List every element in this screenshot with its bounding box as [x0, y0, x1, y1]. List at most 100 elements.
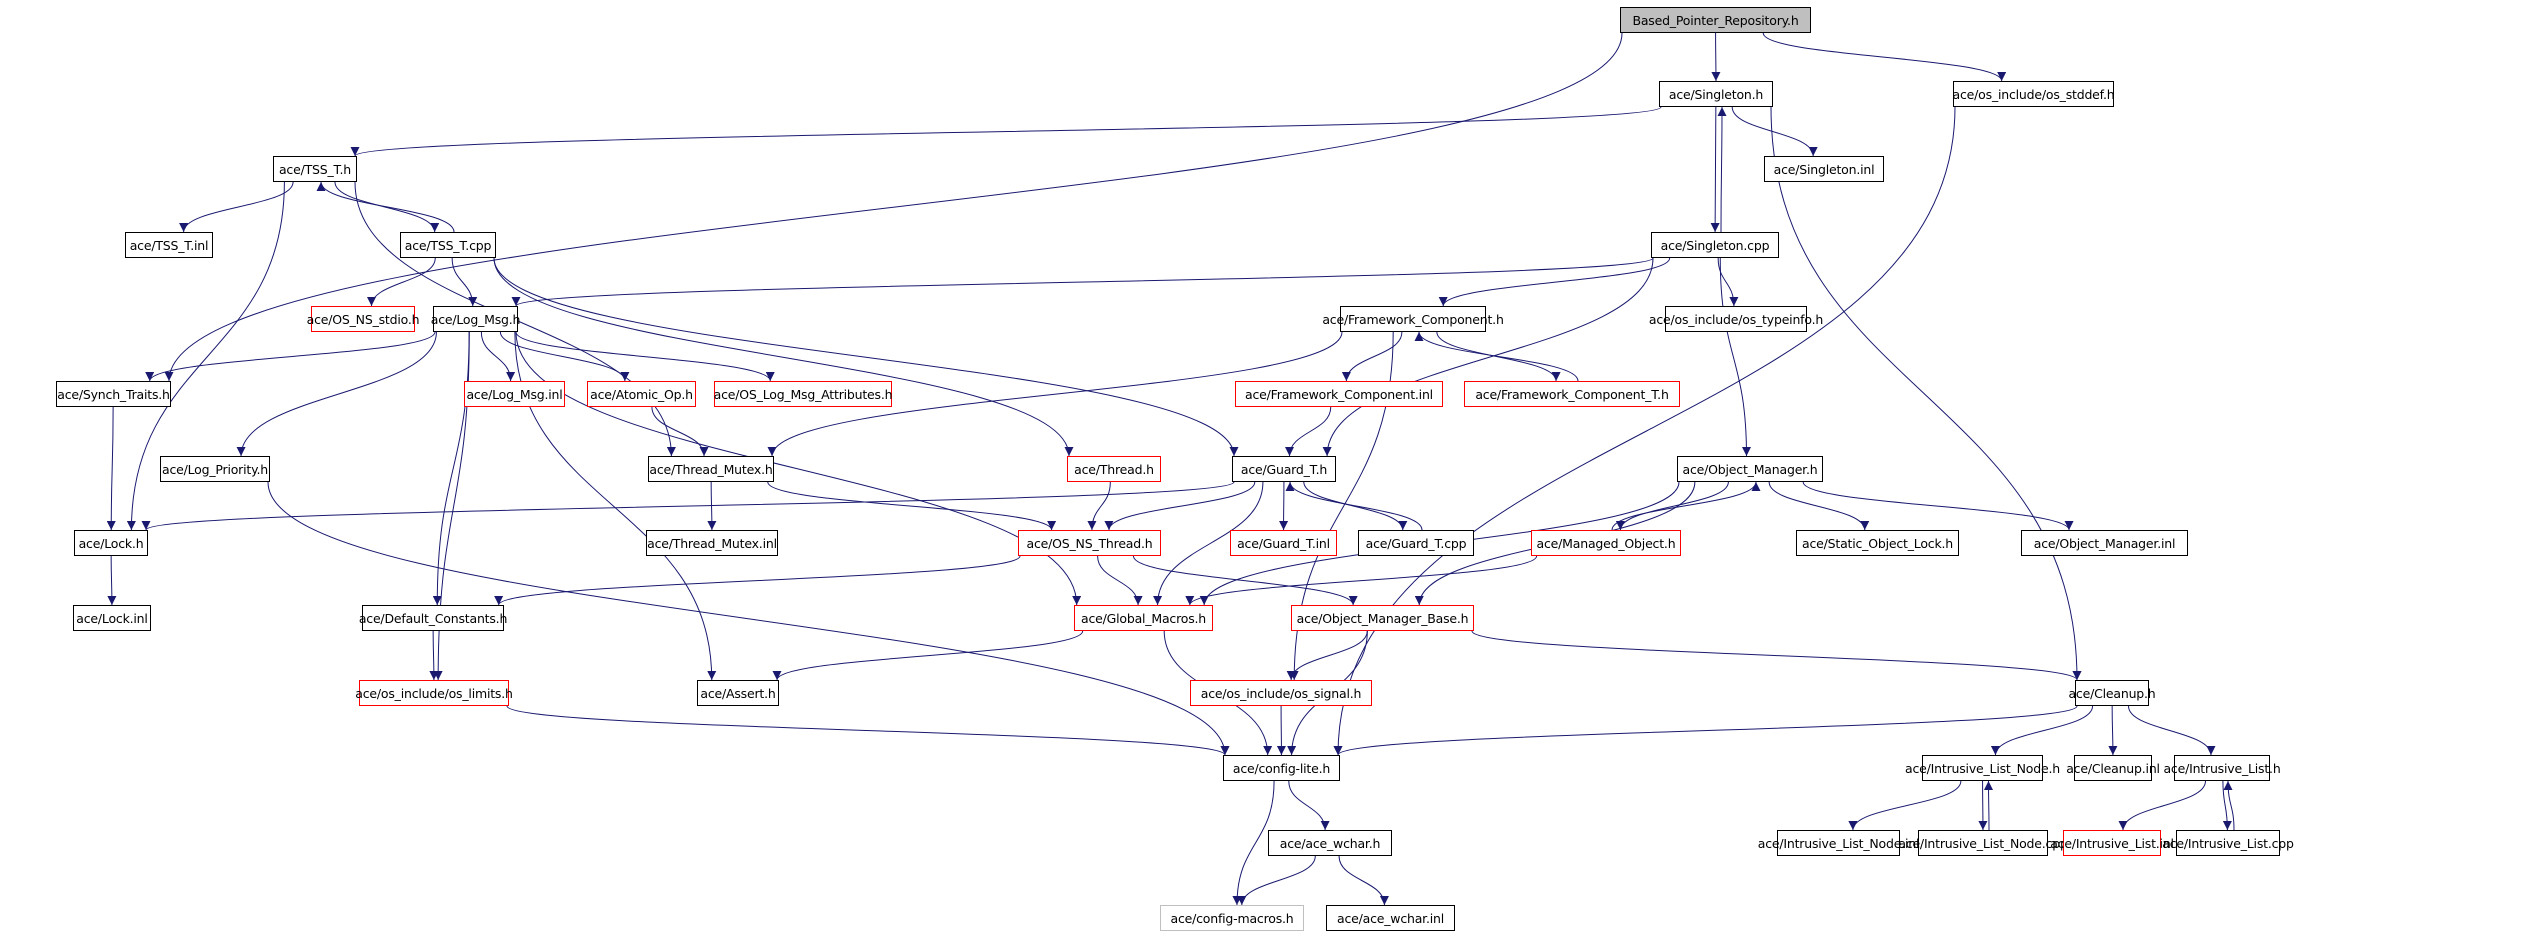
graph-node-thread-mutex-inl[interactable]: ace/Thread_Mutex.inl — [646, 530, 778, 556]
edge-guard-h-to-lock-h — [141, 481, 1235, 531]
graph-node-assert-h[interactable]: ace/Assert.h — [697, 680, 779, 706]
graph-node-cleanup-h[interactable]: ace/Cleanup.h — [2068, 680, 2156, 706]
graph-node-tss-cpp[interactable]: ace/TSS_T.cpp — [400, 232, 496, 258]
edge-guard-cpp-to-guard-h — [1285, 481, 1423, 531]
graph-node-guard-h[interactable]: ace/Guard_T.h — [1232, 456, 1336, 482]
edge-obj-mgr-h-to-static-obj-lock — [1768, 481, 1870, 531]
edge-atomic-op-to-thread-mutex-h — [651, 406, 709, 457]
node-label: ace/Synch_Traits.h — [57, 386, 170, 402]
graph-node-config-macros[interactable]: ace/config-macros.h — [1160, 905, 1304, 931]
edge-singleton-h-to-cleanup-h — [1770, 106, 2082, 681]
edge-cleanup-h-to-il-h — [2128, 705, 2216, 756]
node-label: ace/config-macros.h — [1170, 910, 1294, 926]
graph-node-guard-inl[interactable]: ace/Guard_T.inl — [1230, 530, 1337, 556]
graph-node-cleanup-inl[interactable]: ace/Cleanup.inl — [2066, 755, 2160, 781]
node-label: ace/Global_Macros.h — [1081, 610, 1206, 626]
graph-node-fw-comp-t[interactable]: ace/Framework_Component_T.h — [1464, 381, 1680, 407]
graph-node-os-log-attr[interactable]: ace/OS_Log_Msg_Attributes.h — [713, 381, 893, 407]
edge-fw-comp-h-to-thread-mutex-h — [767, 331, 1343, 457]
edge-singleton-cpp-to-log-msg-h — [511, 257, 1654, 307]
graph-node-singleton-inl[interactable]: ace/Singleton.inl — [1764, 156, 1884, 182]
node-label: ace/Framework_Component.h — [1322, 311, 1504, 327]
edge-singleton-cpp-to-fw-comp-h — [1438, 257, 1671, 307]
graph-node-os-limits[interactable]: ace/os_include/os_limits.h — [355, 680, 513, 706]
graph-node-singleton-h[interactable]: ace/Singleton.h — [1659, 81, 1773, 107]
graph-node-lock-inl[interactable]: ace/Lock.inl — [73, 605, 151, 631]
graph-node-log-priority[interactable]: ace/Log_Priority.h — [160, 456, 270, 482]
node-label: ace/Singleton.h — [1668, 86, 1764, 102]
graph-node-il-node-cpp[interactable]: ace/Intrusive_List_Node.cpp — [1898, 830, 2068, 856]
edge-tss-cpp-to-tss-h — [316, 181, 455, 233]
graph-node-log-msg-h[interactable]: ace/Log_Msg.h — [431, 306, 520, 332]
graph-node-singleton-cpp[interactable]: ace/Singleton.cpp — [1651, 232, 1779, 258]
graph-node-os-ns-thread[interactable]: ace/OS_NS_Thread.h — [1018, 530, 1161, 556]
edge-il-node-cpp-to-il-node-h — [1984, 780, 1994, 831]
graph-node-atomic-op[interactable]: ace/Atomic_Op.h — [587, 381, 696, 407]
graph-node-os-stddef[interactable]: ace/os_include/os_stddef.h — [1952, 81, 2115, 107]
node-label: ace/os_include/os_limits.h — [355, 685, 513, 701]
graph-node-fw-comp-h[interactable]: ace/Framework_Component.h — [1322, 306, 1504, 332]
graph-node-obj-mgr-base[interactable]: ace/Object_Manager_Base.h — [1291, 605, 1474, 631]
graph-node-obj-mgr-h[interactable]: ace/Object_Manager.h — [1677, 456, 1823, 482]
graph-node-log-msg-inl[interactable]: ace/Log_Msg.inl — [464, 381, 565, 407]
graph-node-managed-obj[interactable]: ace/Managed_Object.h — [1531, 530, 1681, 556]
edge-os-ns-thread-to-global-macros — [1097, 555, 1143, 606]
edge-global-macros-to-assert-h — [772, 630, 1084, 681]
node-label: ace/Guard_T.h — [1240, 461, 1328, 477]
graph-node-os-ns-stdio[interactable]: ace/OS_NS_stdio.h — [307, 306, 420, 332]
graph-node-obj-mgr-inl[interactable]: ace/Object_Manager.inl — [2021, 530, 2188, 556]
graph-node-default-constants[interactable]: ace/Default_Constants.h — [358, 605, 508, 631]
graph-node-lock-h[interactable]: ace/Lock.h — [74, 530, 148, 556]
node-label: ace/OS_Log_Msg_Attributes.h — [713, 386, 893, 402]
edge-ace-wchar-h-to-config-macros — [1237, 855, 1316, 906]
node-label: ace/os_include/os_signal.h — [1200, 685, 1362, 701]
edge-fw-comp-h-to-fw-comp-inl — [1341, 331, 1403, 382]
edge-singleton-h-to-singleton-cpp — [1710, 106, 1720, 233]
node-label: Based_Pointer_Repository.h — [1632, 12, 1799, 28]
edge-singleton-cpp-to-singleton-h — [1717, 106, 1727, 233]
node-label: ace/Thread_Mutex.inl — [647, 535, 777, 551]
graph-node-tss-h[interactable]: ace/TSS_T.h — [273, 156, 357, 182]
graph-node-ace-wchar-inl[interactable]: ace/ace_wchar.inl — [1326, 905, 1455, 931]
edge-os-stddef-to-config-lite — [1333, 106, 1956, 756]
edge-tss-cpp-to-os-ns-stdio — [367, 257, 436, 307]
graph-node-ace-wchar-h[interactable]: ace/ace_wchar.h — [1268, 830, 1392, 856]
edge-log-msg-h-to-synch-traits — [145, 331, 436, 382]
graph-node-fw-comp-inl[interactable]: ace/Framework_Component.inl — [1235, 381, 1443, 407]
graph-node-config-lite[interactable]: ace/config-lite.h — [1223, 755, 1340, 781]
edge-singleton-h-to-singleton-inl — [1731, 106, 1818, 157]
node-label: ace/Lock.h — [78, 535, 144, 551]
graph-node-synch-traits[interactable]: ace/Synch_Traits.h — [56, 381, 171, 407]
node-label: ace/Intrusive_List_Node.h — [1905, 760, 2060, 776]
graph-node-il-node-h[interactable]: ace/Intrusive_List_Node.h — [1905, 755, 2060, 781]
node-label: ace/TSS_T.cpp — [404, 237, 492, 253]
graph-node-thread-mutex-h[interactable]: ace/Thread_Mutex.h — [648, 456, 774, 482]
node-label: ace/Lock.inl — [76, 610, 148, 626]
graph-node-il-cpp[interactable]: ace/Intrusive_List.cpp — [2162, 830, 2294, 856]
graph-node-tss-inl[interactable]: ace/TSS_T.inl — [125, 232, 213, 258]
node-label: ace/os_include/os_stddef.h — [1952, 86, 2115, 102]
node-label: ace/OS_NS_stdio.h — [306, 311, 420, 327]
edge-os-ns-thread-to-default-constants — [494, 555, 1021, 606]
graph-node-il-node-inl[interactable]: ace/Intrusive_List_Node.inl — [1758, 830, 1919, 856]
node-label: ace/Default_Constants.h — [358, 610, 508, 626]
graph-node-global-macros[interactable]: ace/Global_Macros.h — [1074, 605, 1213, 631]
node-label: ace/Singleton.cpp — [1660, 237, 1770, 253]
graph-node-static-obj-lock[interactable]: ace/Static_Object_Lock.h — [1796, 530, 1959, 556]
graph-node-il-inl[interactable]: ace/Intrusive_List.inl — [2050, 830, 2174, 856]
edge-tss-h-to-tss-inl — [179, 181, 294, 233]
graph-node-thread-h[interactable]: ace/Thread.h — [1067, 456, 1161, 482]
node-label: ace/OS_NS_Thread.h — [1026, 535, 1153, 551]
edge-config-lite-to-ace-wchar-h — [1288, 780, 1330, 831]
edge-log-msg-h-to-log-msg-inl — [480, 331, 516, 382]
graph-node-guard-cpp[interactable]: ace/Guard_T.cpp — [1358, 530, 1474, 556]
graph-node-os-typeinfo[interactable]: ace/os_include/os_typeinfo.h — [1649, 306, 1823, 332]
node-label: ace/TSS_T.inl — [129, 237, 209, 253]
graph-node-bpr[interactable]: Based_Pointer_Repository.h — [1620, 7, 1811, 33]
graph-node-il-h[interactable]: ace/Intrusive_List.h — [2163, 755, 2281, 781]
graph-node-os-signal[interactable]: ace/os_include/os_signal.h — [1190, 680, 1372, 706]
node-label: ace/Singleton.inl — [1773, 161, 1875, 177]
node-label: ace/Cleanup.h — [2068, 685, 2156, 701]
node-label: ace/Guard_T.inl — [1237, 535, 1330, 551]
edge-config-lite-to-config-macros — [1232, 780, 1275, 906]
